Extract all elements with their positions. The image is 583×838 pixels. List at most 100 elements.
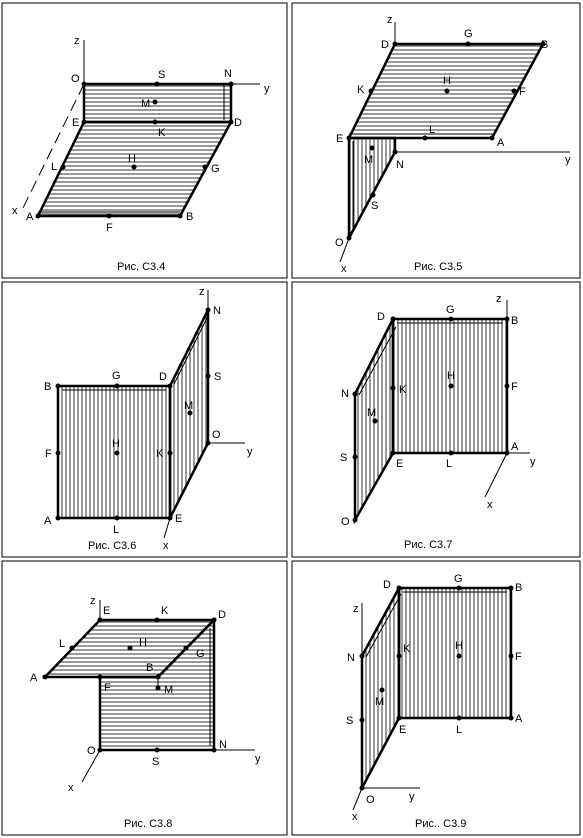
point-O (205, 440, 211, 446)
point-label: G (464, 28, 473, 40)
point-H (456, 653, 462, 659)
point-O (359, 785, 365, 791)
point-B (177, 213, 183, 219)
axis-label-x: x (163, 540, 169, 552)
point-K (167, 450, 173, 456)
point-label: E (396, 458, 403, 470)
point-label: K (357, 84, 365, 96)
point-S (205, 373, 211, 379)
figure-caption: Рис. С3.8 (124, 818, 172, 830)
axis-label-z: z (496, 293, 502, 305)
point-L (114, 515, 120, 521)
point-D (167, 383, 173, 389)
point-A (489, 135, 495, 141)
point-label: S (371, 200, 378, 212)
point-label: G (454, 573, 463, 585)
point-S (154, 81, 160, 87)
panel-c3-5: z y x D G B K H F E L A M N S O Рис. С3.… (291, 2, 581, 279)
point-B (508, 585, 514, 591)
point-K (152, 119, 158, 125)
point-label: S (152, 756, 159, 768)
plate-OEDN (82, 82, 233, 124)
point-B (540, 41, 546, 47)
point-M (372, 418, 378, 424)
point-N (392, 149, 398, 155)
point-label: S (346, 715, 353, 727)
panel-c3-6: z y x N B G D S M F H K O A L E Рис. С3.… (1, 281, 288, 558)
point-label: H (128, 153, 136, 165)
point-label: S (158, 69, 165, 81)
point-label: M (141, 98, 150, 110)
point-label: K (399, 384, 407, 396)
point-N (205, 307, 211, 313)
point-L (69, 645, 75, 651)
point-label: H (455, 640, 463, 652)
plate-ENO (347, 136, 397, 239)
point-M (379, 687, 385, 693)
panel-frame (1, 281, 288, 558)
point-label: H (443, 75, 451, 87)
plate-edge (173, 313, 210, 385)
point-label: K (161, 605, 169, 617)
point-L (456, 715, 462, 721)
point-L (60, 164, 66, 170)
point-D (390, 316, 396, 322)
point-F (106, 213, 112, 219)
point-K (396, 653, 402, 659)
point-label: D (218, 609, 226, 621)
point-G (202, 164, 208, 170)
point-label: B (186, 211, 193, 223)
axis-label-y: y (247, 446, 253, 458)
point-O (97, 747, 103, 753)
point-O (352, 517, 358, 523)
point-label: O (366, 794, 375, 806)
point-E (346, 135, 352, 141)
point-S (359, 717, 365, 723)
point-L (422, 135, 428, 141)
point-G (465, 41, 471, 47)
point-label: N (347, 652, 355, 664)
point-G (183, 645, 189, 651)
point-F (511, 88, 517, 94)
point-H (444, 88, 450, 94)
point-label: M (184, 400, 193, 412)
point-H (127, 645, 133, 651)
point-label: L (51, 161, 57, 173)
point-N (211, 747, 217, 753)
point-label: F (515, 651, 522, 663)
figure-caption: Рис. С3.6 (88, 540, 136, 552)
point-label: G (211, 163, 220, 175)
point-D (228, 119, 234, 125)
point-A (42, 674, 48, 680)
panel-c3-7: z y x D G B N K H F M S E L A O Рис. С3.… (291, 281, 581, 558)
figure-caption: Рис. С3.4 (117, 261, 165, 273)
point-label: D (383, 579, 391, 591)
x-axis (81, 749, 101, 783)
point-label: F (511, 381, 518, 393)
panel-frame (1, 2, 288, 279)
point-H (131, 164, 137, 170)
axis-label-z: z (353, 603, 359, 615)
point-label: L (456, 724, 462, 736)
figure-caption: Рис. С3.5 (414, 261, 462, 273)
axis-label-x: x (12, 205, 18, 217)
point-label: B (44, 381, 51, 393)
point-label: D (234, 117, 242, 129)
point-label: N (219, 739, 227, 751)
figure-caption: Рис.. С3.9 (415, 818, 466, 830)
panel-c3-8: z y x E K D L H G A B F M O S N Рис. С3.… (1, 560, 288, 836)
point-label: G (112, 370, 121, 382)
point-label: O (341, 516, 350, 528)
point-K (154, 617, 160, 623)
point-label: L (429, 124, 435, 136)
point-label: A (44, 515, 52, 527)
axis-label-y: y (264, 83, 270, 95)
point-label: G (446, 304, 455, 316)
point-D (396, 585, 402, 591)
point-label: H (139, 637, 147, 649)
point-label: A (26, 211, 34, 223)
point-label: N (224, 68, 232, 80)
point-label: S (214, 371, 221, 383)
point-label: K (403, 643, 411, 655)
point-N (359, 653, 365, 659)
